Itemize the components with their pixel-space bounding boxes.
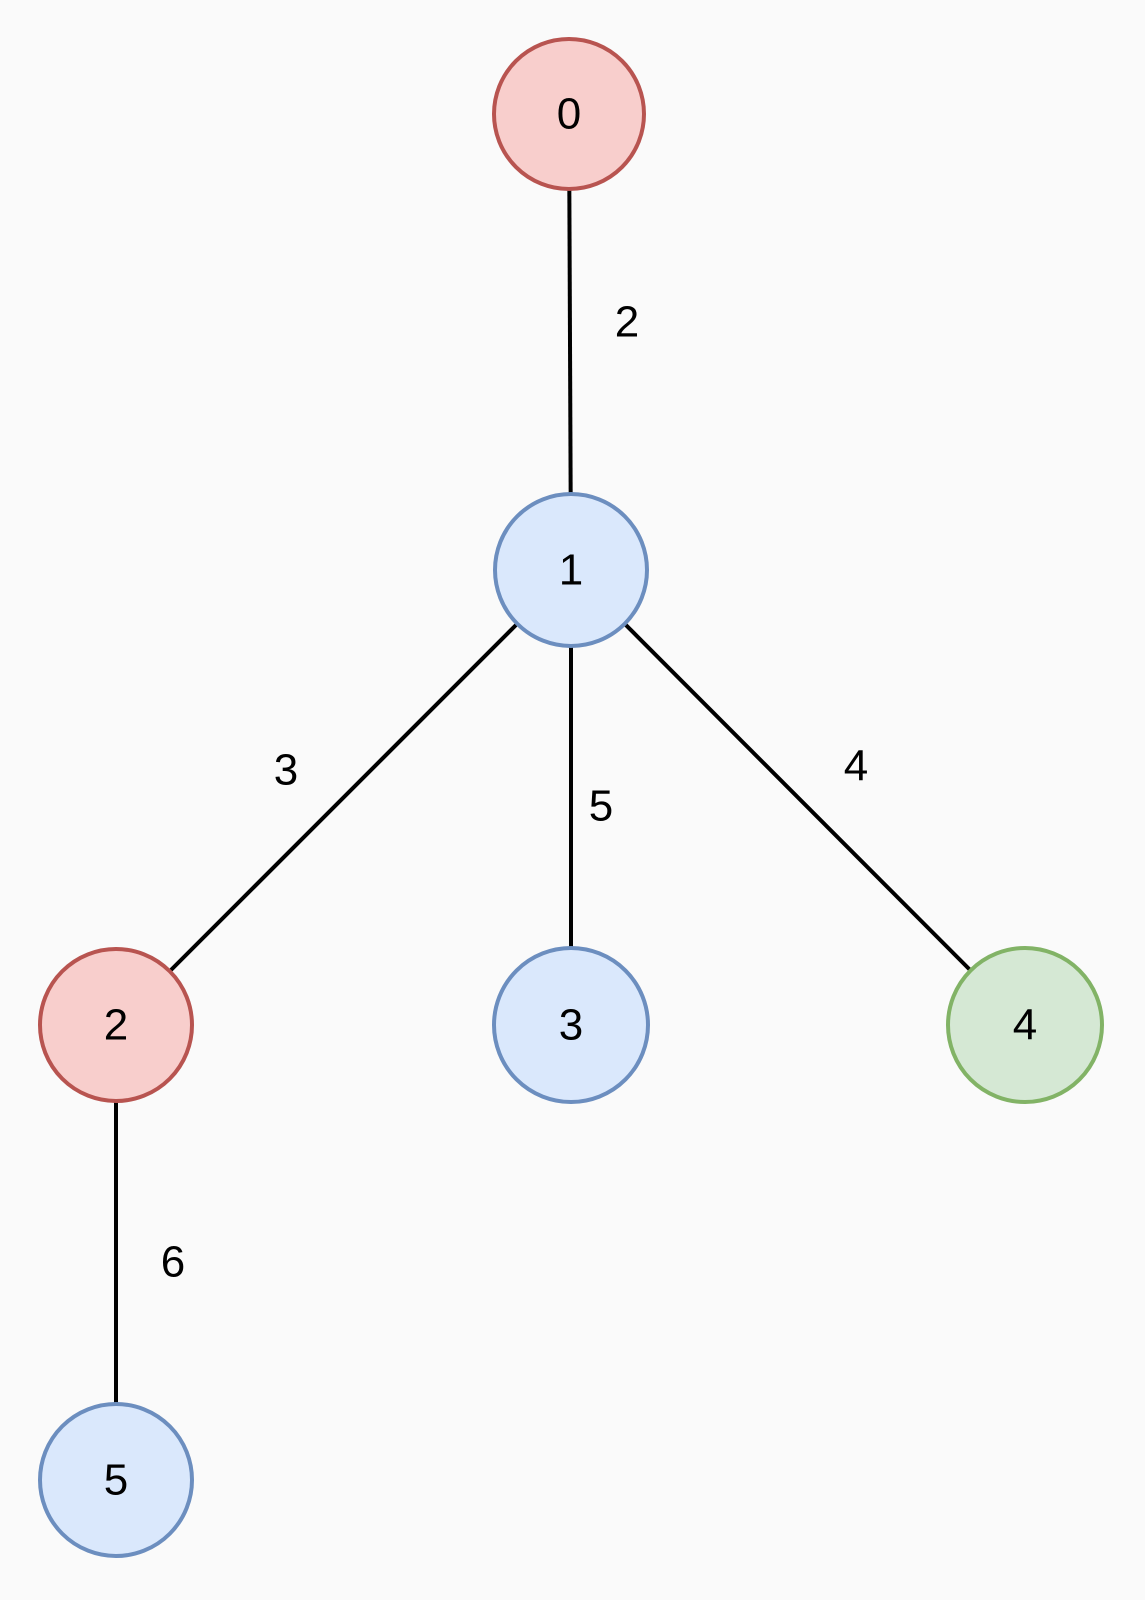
node-label-4: 4 (1013, 1001, 1037, 1050)
node-circle-0 (492, 37, 646, 191)
edge-weight-label-1-2: 3 (274, 746, 298, 795)
node-label-5: 5 (104, 1456, 128, 1505)
node-label-0: 0 (557, 90, 581, 139)
edge-1-4 (623, 622, 973, 972)
edges-layer (114, 188, 973, 1404)
node-3: 3 (492, 946, 650, 1104)
edge-1-2 (168, 622, 519, 973)
node-4: 4 (946, 946, 1104, 1104)
edge-weight-label-1-3: 5 (589, 782, 613, 831)
node-label-1: 1 (559, 546, 583, 595)
node-5: 5 (38, 1402, 194, 1558)
edge-labels-layer: 2 3 5 4 6 (161, 298, 868, 1287)
edge-weight-label-2-5: 6 (161, 1238, 185, 1287)
node-label-3: 3 (559, 1001, 583, 1050)
node-circle-3 (492, 946, 650, 1104)
edge-weight-label-0-1: 2 (615, 298, 639, 347)
edge-weight-label-1-4: 4 (844, 742, 868, 791)
node-circle-5 (38, 1402, 194, 1558)
node-0: 0 (492, 37, 646, 191)
node-2: 2 (38, 947, 194, 1103)
node-circle-1 (493, 492, 649, 648)
edge-0-1 (567, 188, 573, 495)
node-circle-4 (946, 946, 1104, 1104)
node-label-2: 2 (104, 1001, 128, 1050)
nodes-layer: 0 1 2 3 4 5 (38, 37, 1104, 1558)
node-circle-2 (38, 947, 194, 1103)
node-1: 1 (493, 492, 649, 648)
